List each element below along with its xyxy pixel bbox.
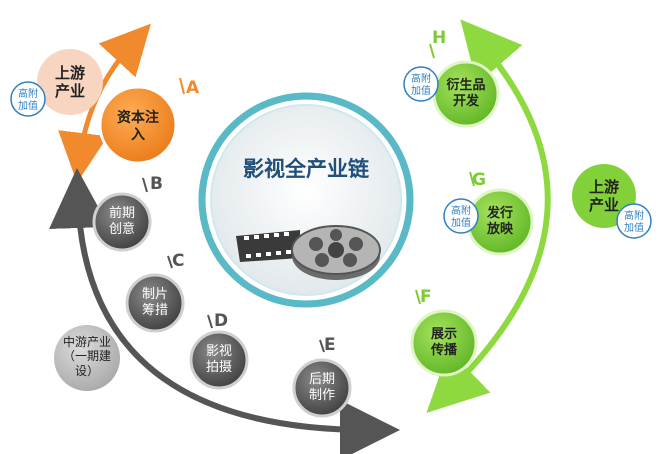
stage-f-circle <box>410 309 478 377</box>
upstream-left-label: 上游 产业 <box>54 64 85 100</box>
badge-h-label: 高附 加值 <box>411 74 431 97</box>
stage-d-label: 影视 拍摄 <box>205 344 232 375</box>
gray-midstream-arc <box>49 168 400 454</box>
midstream-label: 中游产业 （一期建 设） <box>62 335 111 378</box>
stage-b-label: 前期 创意 <box>108 206 135 237</box>
midstream-circle <box>54 325 120 391</box>
upstream-right-badge-label: 高附 加值 <box>624 211 644 234</box>
stage-d-circle <box>189 330 249 390</box>
upstream-right-label: 上游 产业 <box>588 178 619 214</box>
stage-f-label: 展示 传播 <box>430 327 457 358</box>
badge-h <box>403 66 439 102</box>
stage-b-letter: B <box>150 174 163 194</box>
center-title: 影视全产业链 <box>243 157 369 181</box>
stage-g-label: 发行 放映 <box>486 206 513 237</box>
badge-left-upstream <box>10 81 46 117</box>
green-chain-arc <box>426 19 551 413</box>
stage-e-letter: E <box>324 335 336 355</box>
stage-a-letter: A <box>186 78 200 98</box>
film-reel-icon <box>236 225 381 280</box>
stage-a-circle <box>98 85 178 165</box>
stage-e-circle <box>292 358 352 418</box>
upstream-left-circle <box>37 49 103 115</box>
badge-right-upstream <box>616 203 652 239</box>
stage-h-label: 衍生品 开发 <box>446 78 486 109</box>
badge-g-label: 高附 加值 <box>451 206 471 229</box>
stage-h-letter: H <box>432 28 447 48</box>
badge-g <box>443 198 479 234</box>
stage-c-letter: C <box>172 251 185 271</box>
stage-c-label: 制片 筹措 <box>141 287 168 318</box>
stage-c-circle <box>125 273 185 333</box>
stage-b-circle <box>92 192 152 252</box>
stage-d-letter: D <box>214 311 229 331</box>
stage-f-letter: F <box>420 287 432 307</box>
stage-e-label: 后期 制作 <box>308 372 335 403</box>
stage-a-label: 资本注 入 <box>117 110 159 143</box>
upstream-left-badge-label: 高附 加值 <box>18 89 38 112</box>
stage-g-letter: G <box>472 170 486 190</box>
